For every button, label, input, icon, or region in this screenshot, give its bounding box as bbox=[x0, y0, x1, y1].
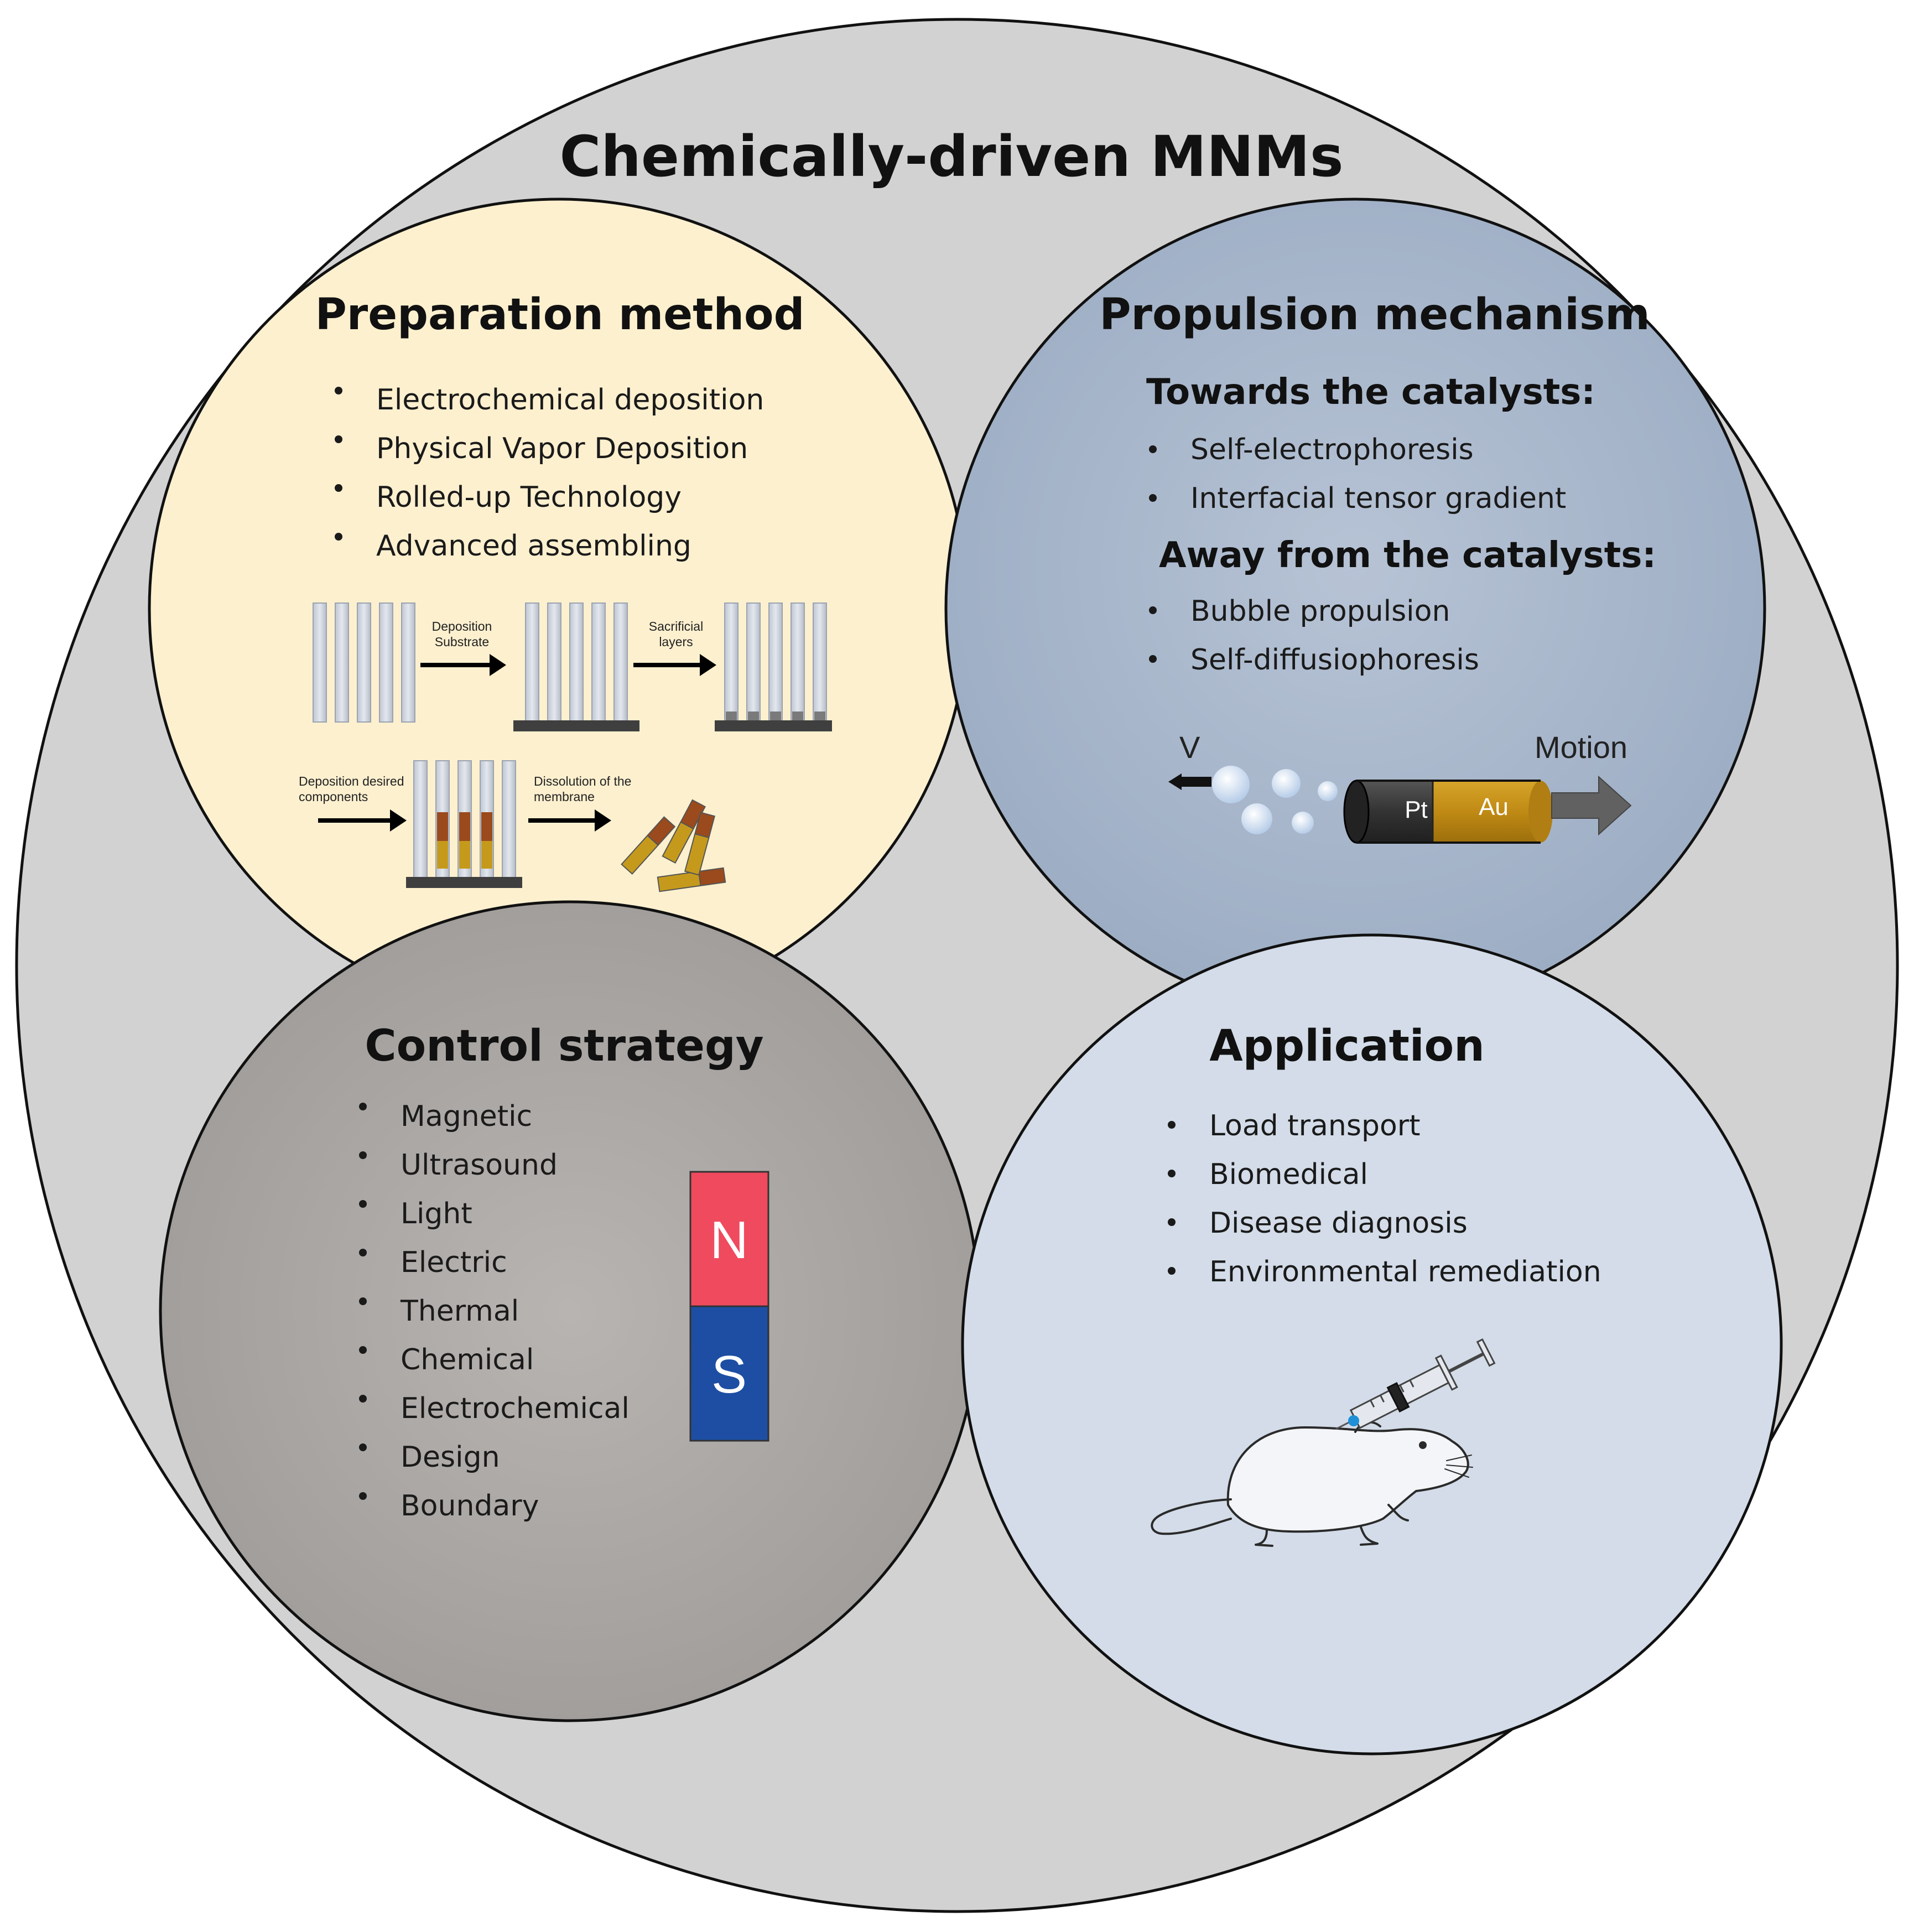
application-section: Application Load transport Biomedical Di… bbox=[1151, 1021, 1601, 1547]
arrow-icon bbox=[528, 809, 611, 832]
preparation-heading: Preparation method bbox=[315, 290, 805, 340]
pt-label: Pt bbox=[1405, 796, 1428, 823]
propulsion-item: Interfacial tensor gradient bbox=[1190, 482, 1566, 515]
motion-arrow-icon bbox=[1551, 775, 1632, 836]
propulsion-item: Self-diffusiophoresis bbox=[1190, 643, 1479, 677]
control-item: Ultrasound bbox=[401, 1149, 558, 1182]
mouse-icon bbox=[1151, 1421, 1473, 1547]
control-list: Magnetic Ultrasound Light Electric Therm… bbox=[359, 1100, 630, 1523]
propulsion-item: Self-electrophoresis bbox=[1190, 433, 1474, 466]
control-section: Control strategy Magnetic Ultrasound Lig… bbox=[359, 1021, 769, 1523]
step-label: Deposition bbox=[432, 619, 492, 633]
nanorods-icon bbox=[621, 799, 726, 892]
preparation-section: Preparation method Electrochemical depos… bbox=[299, 290, 832, 892]
template-sacrificial-icon bbox=[715, 603, 832, 731]
control-item: Chemical bbox=[401, 1343, 534, 1377]
propulsion-heading: Propulsion mechanism bbox=[1099, 290, 1650, 340]
template-empty-icon bbox=[313, 603, 415, 723]
step-label: Sacrificial bbox=[649, 619, 703, 633]
au-label: Au bbox=[1479, 793, 1509, 820]
diagram-title: Chemically-driven MNMs bbox=[559, 124, 1343, 190]
propulsion-item: Bubble propulsion bbox=[1190, 595, 1450, 628]
template-substrate-icon bbox=[513, 603, 639, 731]
towards-heading: Towards the catalysts: bbox=[1146, 372, 1595, 413]
application-item: Environmental remediation bbox=[1209, 1255, 1601, 1289]
control-item: Boundary bbox=[401, 1489, 539, 1523]
application-item: Load transport bbox=[1209, 1109, 1421, 1142]
preparation-list: Electrochemical deposition Physical Vapo… bbox=[335, 383, 764, 563]
bubbles-icon bbox=[1212, 766, 1338, 834]
magnet-south-label: S bbox=[711, 1345, 747, 1404]
control-item: Light bbox=[401, 1197, 472, 1230]
preparation-item: Physical Vapor Deposition bbox=[376, 432, 748, 465]
arrow-icon bbox=[318, 809, 407, 832]
application-item: Disease diagnosis bbox=[1209, 1207, 1468, 1240]
control-item: Electric bbox=[401, 1246, 507, 1279]
step-label: Deposition desired bbox=[299, 774, 404, 788]
template-filled-icon bbox=[406, 760, 522, 888]
step-label: membrane bbox=[534, 790, 595, 804]
motion-label: Motion bbox=[1535, 730, 1627, 765]
magnet-icon bbox=[689, 1171, 769, 1442]
velocity-arrow-icon bbox=[1168, 773, 1211, 790]
step-label: Substrate bbox=[435, 635, 489, 649]
control-item: Electrochemical bbox=[401, 1392, 630, 1425]
step-label: layers bbox=[659, 635, 693, 649]
arrow-icon bbox=[633, 654, 716, 676]
step-label: components bbox=[299, 790, 368, 804]
propulsion-section: Propulsion mechanism Towards the catalys… bbox=[1099, 290, 1656, 844]
magnet-north-label: N bbox=[710, 1211, 748, 1270]
away-heading: Away from the catalysts: bbox=[1159, 535, 1656, 576]
syringe-icon bbox=[1335, 1338, 1496, 1430]
control-item: Design bbox=[401, 1441, 500, 1474]
preparation-item: Electrochemical deposition bbox=[376, 383, 764, 417]
control-item: Magnetic bbox=[401, 1100, 532, 1133]
preparation-item: Rolled-up Technology bbox=[376, 481, 682, 514]
arrow-icon bbox=[420, 654, 506, 676]
application-item: Biomedical bbox=[1209, 1158, 1368, 1191]
application-heading: Application bbox=[1209, 1021, 1485, 1071]
control-heading: Control strategy bbox=[365, 1021, 763, 1071]
v-label: V bbox=[1179, 730, 1200, 765]
control-item: Thermal bbox=[400, 1295, 519, 1328]
pt-au-motor-icon bbox=[1343, 780, 1553, 844]
application-circle bbox=[961, 933, 1783, 1756]
step-label: Dissolution of the bbox=[534, 774, 631, 788]
preparation-item: Advanced assembling bbox=[376, 529, 691, 563]
